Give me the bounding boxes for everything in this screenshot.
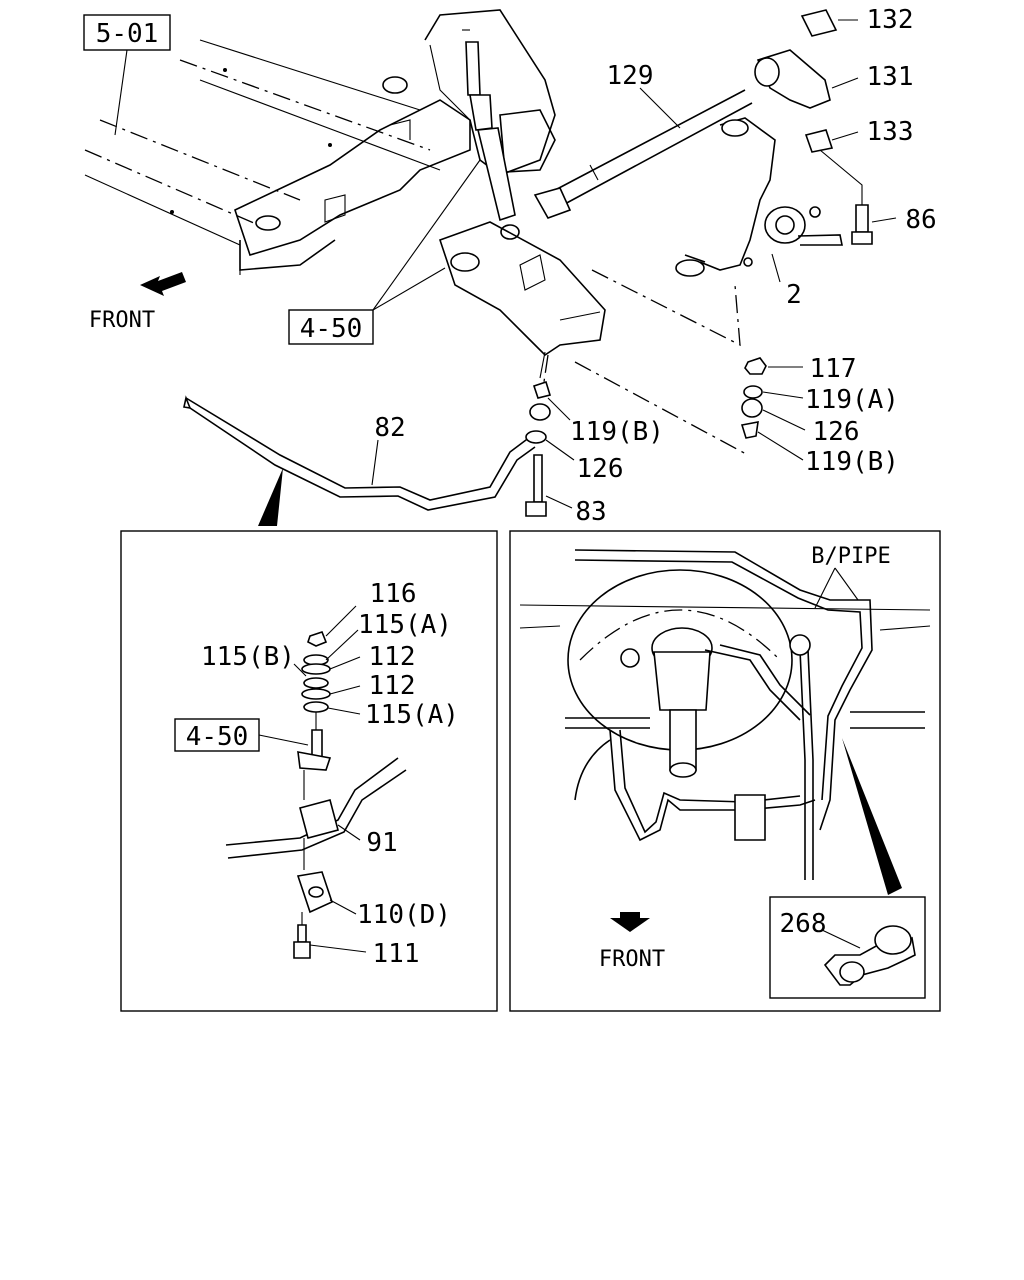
callout-82: 82: [374, 413, 405, 443]
callout-112-bottom: 112: [369, 671, 416, 701]
callout-91: 91: [366, 828, 397, 858]
left-bushing-stack: [525, 380, 552, 517]
callout-132: 132: [867, 5, 914, 35]
front-arrow-icon: [140, 272, 186, 296]
callout-86: 86: [905, 205, 936, 235]
callout-126-right: 126: [813, 417, 860, 447]
callout-119b-left: 119(B): [570, 417, 664, 447]
callout-112-top: 112: [369, 642, 416, 672]
steering-knuckle: [675, 117, 843, 277]
callout-115b: 115(B): [201, 642, 295, 672]
lower-arm-ref: 4-50: [300, 314, 363, 344]
lower-arm-ref-box: [288, 309, 374, 345]
brake-booster-area: [519, 549, 931, 880]
stabilizer-mount-stack: [225, 631, 407, 959]
clip-268-box: [769, 896, 926, 999]
torsion-bar: [533, 89, 753, 219]
b-pipe-label: B/PIPE: [811, 544, 890, 569]
callout-115a-top: 115(A): [358, 610, 452, 640]
detail-box-left: [120, 530, 498, 1012]
callout-119a: 119(A): [805, 385, 899, 415]
part-132: [800, 9, 838, 37]
callout-131: 131: [867, 62, 914, 92]
front-label-detail: FRONT: [599, 947, 665, 972]
detail-pointer-clip: [842, 738, 902, 895]
callout-126-left: 126: [577, 454, 624, 484]
callout-129: 129: [607, 61, 654, 91]
frame-ref: 5-01: [96, 19, 159, 49]
callout-111: 111: [373, 939, 420, 969]
front-label: FRONT: [89, 308, 155, 333]
callout-115a-bottom: 115(A): [365, 700, 459, 730]
callout-83: 83: [575, 497, 606, 527]
part-133: [804, 129, 834, 153]
stabilizer-bar: [183, 395, 547, 511]
callout-116: 116: [370, 579, 417, 609]
clip-268: [823, 925, 916, 986]
callout-133: 133: [867, 117, 914, 147]
callout-2: 2: [786, 280, 802, 310]
bolt-86: [819, 149, 873, 245]
lower-control-arm: [438, 221, 606, 379]
front-down-arrow-icon: [610, 912, 650, 932]
shock-absorber: [462, 29, 520, 240]
callout-268: 268: [780, 909, 827, 939]
callout-110d: 110(D): [357, 900, 451, 930]
detail-pointer-left: [258, 468, 283, 526]
callout-119b-right: 119(B): [805, 447, 899, 477]
detail-lower-arm-ref: 4-50: [186, 722, 249, 752]
detail-box-right: [509, 530, 941, 1012]
callout-117: 117: [810, 354, 857, 384]
part-131: [754, 49, 831, 109]
right-bushing-stack: [740, 357, 767, 439]
